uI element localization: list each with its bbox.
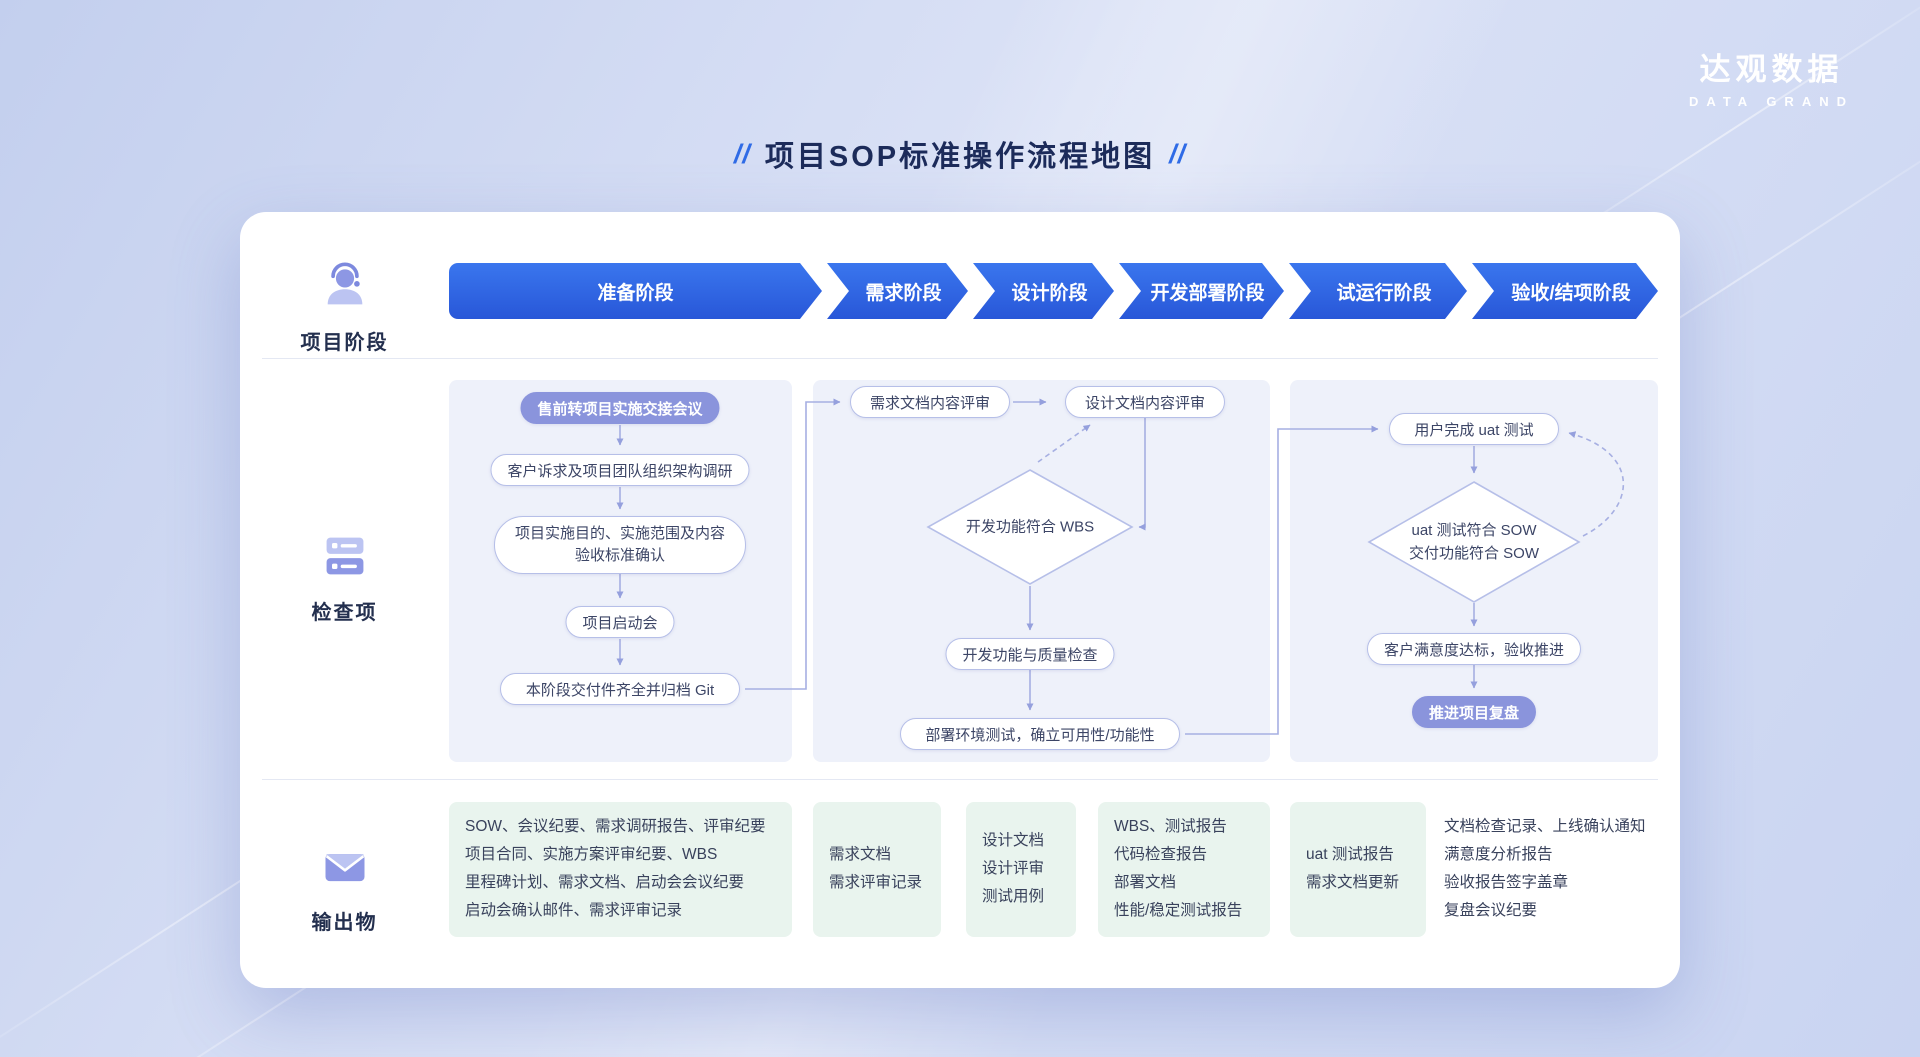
main-card: 项目阶段 检查项 xyxy=(240,212,1680,988)
phase-chevron-trial-run: 试运行阶段 xyxy=(1289,263,1467,319)
output-line: 需求文档更新 xyxy=(1306,874,1400,891)
output-line: 部署文档 xyxy=(1114,874,1177,891)
output-line: 设计文档 xyxy=(982,832,1045,850)
envelope-icon xyxy=(319,840,371,897)
output-line: 设计评审 xyxy=(982,860,1045,878)
phase-chevron-acceptance: 验收/结项阶段 xyxy=(1472,263,1658,319)
title-slash-right: // xyxy=(1169,138,1187,169)
person-icon xyxy=(319,260,371,317)
brand-subtitle: DATA GRAND xyxy=(1689,94,1854,109)
row-label-checks: 检查项 xyxy=(240,530,449,625)
output-line: uat 测试报告 xyxy=(1306,846,1394,864)
node-scope-confirm-line2: 验收标准确认 xyxy=(574,547,666,564)
output-line: 需求评审记录 xyxy=(829,874,923,891)
diamond-dev-wbs: 开发功能符合 WBS xyxy=(965,518,1095,536)
node-customer-research: 客户诉求及项目团队组织架构调研 xyxy=(490,454,750,486)
brand-logo: 达观数据 DATA GRAND xyxy=(1689,44,1854,109)
node-scope-confirm-line1: 项目实施目的、实施范围及内容 xyxy=(514,524,726,542)
phase-chevron-design: 设计阶段 xyxy=(973,263,1114,319)
title-slash-left: // xyxy=(733,138,751,169)
output-line: 启动会确认邮件、需求评审记录 xyxy=(465,901,683,919)
phase-bar: 准备阶段 需求阶段 设计阶段 开发部署阶段 试运行阶段 验收/结项阶段 xyxy=(449,263,1658,319)
output-panel-acceptance: 文档检查记录、上线确认通知 满意度分析报告 验收报告签字盖章 复盘会议纪要 xyxy=(1438,802,1658,937)
node-requirement-review: 需求文档内容评审 xyxy=(850,386,1010,418)
output-line: 需求文档 xyxy=(829,846,892,864)
output-line: 满意度分析报告 xyxy=(1444,846,1553,864)
node-uat-complete: 用户完成 uat 测试 xyxy=(1389,413,1559,445)
phase-chevron-requirements: 需求阶段 xyxy=(827,263,968,319)
flow-panel-development xyxy=(813,380,1270,762)
diamond-uat-sow-line2: 交付功能符合 SOW xyxy=(1409,545,1539,562)
node-dev-quality-check: 开发功能与质量检查 xyxy=(945,638,1115,670)
row-divider xyxy=(262,358,1658,359)
page-title: // 项目SOP标准操作流程地图 // xyxy=(240,133,1680,175)
diamond-uat-sow: uat 测试符合 SOW 交付功能符合 SOW xyxy=(1409,519,1539,566)
row-label-phases-text: 项目阶段 xyxy=(300,332,389,354)
row-label-checks-text: 检查项 xyxy=(311,602,378,624)
node-scope-confirm: 项目实施目的、实施范围及内容 验收标准确认 xyxy=(493,516,747,574)
output-panel-design: 设计文档 设计评审 测试用例 xyxy=(966,802,1076,937)
output-line: 测试用例 xyxy=(982,887,1045,905)
node-satisfaction: 客户满意度达标，验收推进 xyxy=(1366,633,1582,665)
output-panel-dev-deploy: WBS、测试报告 代码检查报告 部署文档 性能/稳定测试报告 xyxy=(1098,802,1270,937)
output-panel-prepare: SOW、会议纪要、需求调研报告、评审纪要 项目合同、实施方案评审纪要、WBS 里… xyxy=(449,802,792,937)
output-line: 性能/稳定测试报告 xyxy=(1114,901,1243,919)
phase-chevron-dev-deploy: 开发部署阶段 xyxy=(1119,263,1284,319)
output-line: 验收报告签字盖章 xyxy=(1444,874,1569,891)
output-panel-requirements: 需求文档 需求评审记录 xyxy=(813,802,941,937)
row-label-outputs-text: 输出物 xyxy=(311,912,378,934)
output-panel-trial-run: uat 测试报告 需求文档更新 xyxy=(1290,802,1426,937)
page-title-text: 项目SOP标准操作流程地图 xyxy=(764,141,1156,173)
node-kickoff-meeting: 项目启动会 xyxy=(565,606,675,638)
node-deploy-test: 部署环境测试，确立可用性/功能性 xyxy=(900,718,1180,750)
phase-chevron-prepare: 准备阶段 xyxy=(449,263,822,319)
checklist-icon xyxy=(319,530,371,587)
output-line: 文档检查记录、上线确认通知 xyxy=(1444,818,1646,836)
node-design-review: 设计文档内容评审 xyxy=(1065,386,1225,418)
output-line: SOW、会议纪要、需求调研报告、评审纪要 xyxy=(465,818,766,836)
node-archive-git: 本阶段交付件齐全并归档 Git xyxy=(500,673,740,705)
row-label-phases: 项目阶段 xyxy=(240,260,449,355)
output-line: 项目合同、实施方案评审纪要、WBS xyxy=(465,846,718,864)
node-handover-meeting: 售前转项目实施交接会议 xyxy=(520,392,720,424)
row-label-outputs: 输出物 xyxy=(240,840,449,935)
brand-name: 达观数据 xyxy=(1699,52,1844,87)
output-line: WBS、测试报告 xyxy=(1114,818,1227,836)
output-line: 里程碑计划、需求文档、启动会会议纪要 xyxy=(465,874,745,891)
row-divider xyxy=(262,779,1658,780)
diamond-uat-sow-line1: uat 测试符合 SOW xyxy=(1411,521,1537,539)
output-line: 代码检查报告 xyxy=(1114,846,1208,864)
node-retrospective: 推进项目复盘 xyxy=(1411,696,1537,728)
output-line: 复盘会议纪要 xyxy=(1444,901,1538,919)
